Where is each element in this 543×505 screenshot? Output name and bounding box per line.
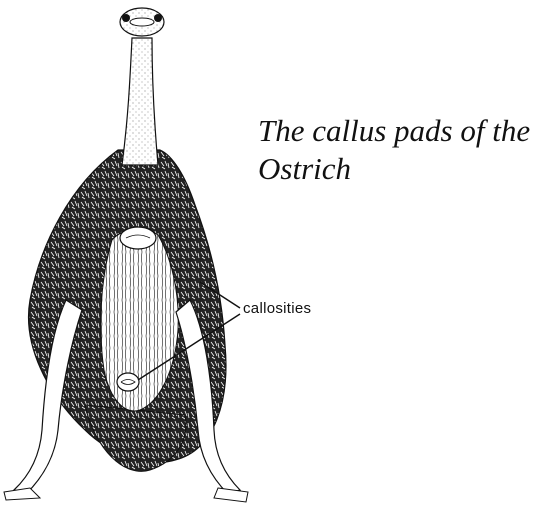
lower-callosity xyxy=(117,373,139,391)
left-eye xyxy=(122,14,130,22)
caption-line-2: Ostrich xyxy=(258,150,543,188)
neck xyxy=(122,38,158,165)
beak xyxy=(130,18,154,26)
right-eye xyxy=(154,14,162,22)
caption-line-1: The callus pads of the xyxy=(258,112,543,150)
left-foot xyxy=(4,488,40,500)
callosities-label: callosities xyxy=(243,300,311,317)
figure-caption: The callus pads of the Ostrich xyxy=(258,112,543,188)
upper-callosity xyxy=(120,227,156,249)
right-foot xyxy=(214,488,248,502)
